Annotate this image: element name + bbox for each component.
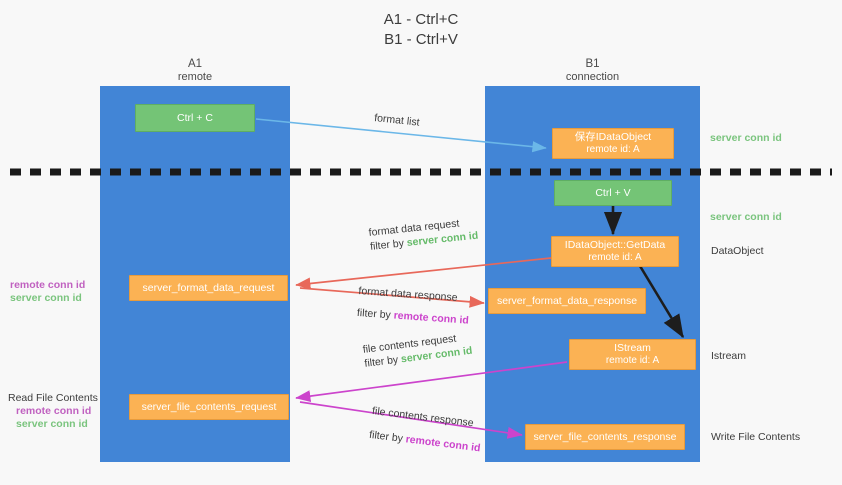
annotation-server-conn-id: server conn id (10, 292, 82, 304)
annotation-server-conn-id-top: server conn id (710, 132, 782, 145)
node-server-format-data-request-label: server_format_data_request (142, 281, 275, 294)
node-idataobject-getdata-label: IDataObject::GetData (564, 239, 666, 251)
node-ctrl-v-label: Ctrl + V (595, 186, 631, 199)
edge-label-file-contents-response-line1: file contents response (371, 404, 475, 430)
edge-label-format-list: format list (374, 111, 421, 130)
node-save-idataobject[interactable]: 保存IDataObject remote id: A (552, 128, 674, 159)
filter-prefix: filter by (368, 428, 407, 446)
node-ctrl-c-label: Ctrl + C (177, 111, 213, 124)
edge-label-format-data-response: format data response filter by remote co… (356, 284, 470, 328)
annotation-text: server conn id (710, 132, 782, 144)
title-line-2: B1 - Ctrl+V (384, 31, 458, 48)
node-server-file-contents-request-label: server_file_contents_request (141, 400, 277, 413)
node-istream-label: IStream (614, 342, 651, 354)
node-istream-sub: remote id: A (605, 354, 660, 366)
node-server-format-data-response[interactable]: server_format_data_response (488, 288, 646, 314)
annotation-text: Write File Contents (711, 431, 801, 443)
annotation-text: DataObject (711, 245, 764, 257)
annotation-title: Read File Contents (8, 392, 98, 404)
edge-label-file-contents-request: file contents request filter by server c… (362, 330, 473, 371)
node-server-file-contents-response-label: server_file_contents_response (533, 430, 677, 443)
annotation-server-conn-id-mid: server conn id (710, 211, 782, 224)
title-line-1: A1 - Ctrl+C (383, 11, 459, 28)
edge-label-format-data-response-line1: format data response (358, 284, 458, 304)
annotation-dataobject: DataObject (711, 245, 764, 258)
page-title: A1 - Ctrl+C B1 - Ctrl+V (0, 10, 842, 50)
annotation-conn-ids-format: remote conn id server conn id (10, 279, 85, 305)
edge-label-file-contents-response-line2: filter by remote conn id (368, 428, 481, 456)
edge-label-format-data-request: format data request filter by server con… (368, 215, 479, 254)
column-header-a1-name: A1 (187, 58, 203, 70)
filter-prefix: filter by (369, 237, 408, 253)
node-save-idataobject-sub: remote id: A (586, 143, 640, 155)
filter-prefix: filter by (356, 306, 395, 322)
node-istream[interactable]: IStream remote id: A (569, 339, 696, 370)
filter-value-remote-conn-id: remote conn id (393, 309, 470, 327)
annotation-istream: Istream (711, 350, 746, 363)
annotation-read-file-contents: Read File Contents remote conn id server… (8, 392, 98, 431)
annotation-remote-conn-id: remote conn id (10, 279, 86, 291)
node-server-file-contents-response[interactable]: server_file_contents_response (525, 424, 685, 450)
column-header-b1-sub: connection (565, 71, 620, 83)
edge-label-file-contents-response: file contents response filter by remote … (368, 404, 484, 455)
annotation-text: server conn id (710, 211, 782, 223)
node-idataobject-getdata-sub: remote id: A (588, 251, 642, 263)
node-ctrl-c[interactable]: Ctrl + C (135, 104, 255, 132)
edge-label-format-list-text: format list (373, 111, 421, 129)
node-ctrl-v[interactable]: Ctrl + V (554, 180, 672, 206)
column-header-a1-sub: remote (177, 71, 213, 83)
node-save-idataobject-label: 保存IDataObject (574, 131, 652, 143)
node-idataobject-getdata[interactable]: IDataObject::GetData remote id: A (551, 236, 679, 267)
annotation-remote-conn-id: remote conn id (16, 405, 92, 417)
annotation-server-conn-id: server conn id (16, 418, 88, 430)
annotation-write-file-contents: Write File Contents (711, 431, 800, 444)
edge-label-format-data-response-line2: filter by remote conn id (356, 306, 470, 328)
column-header-b1-name: B1 (585, 58, 600, 70)
column-header-a1: A1 remote (100, 58, 290, 84)
node-server-file-contents-request[interactable]: server_file_contents_request (129, 394, 289, 420)
filter-value-remote-conn-id: remote conn id (404, 433, 482, 455)
node-server-format-data-request[interactable]: server_format_data_request (129, 275, 288, 301)
node-server-format-data-response-label: server_format_data_response (496, 294, 638, 307)
annotation-text: Istream (711, 350, 747, 362)
column-header-b1: B1 connection (485, 58, 700, 84)
filter-prefix: filter by (363, 353, 402, 370)
